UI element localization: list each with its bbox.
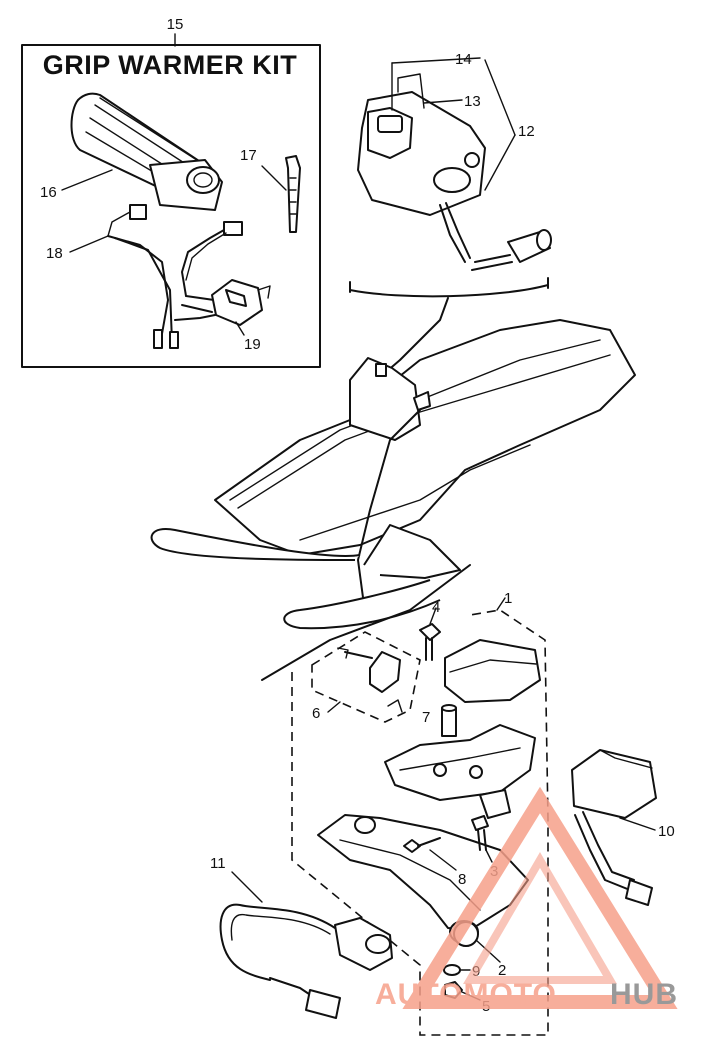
collar-7 xyxy=(441,704,457,737)
grip-heater xyxy=(70,92,223,211)
switch-block xyxy=(369,651,401,693)
callout-8: 8 xyxy=(458,871,466,888)
leader-4 xyxy=(429,607,437,625)
callout-19: 19 xyxy=(244,336,261,353)
watermark-text-b: HUB xyxy=(610,978,678,1011)
callout-13: 13 xyxy=(464,93,481,110)
screw-3 xyxy=(471,815,489,851)
callout-2: 2 xyxy=(498,962,506,979)
kit-frame xyxy=(21,44,321,368)
assembly-6-boundary xyxy=(311,631,421,723)
leader-19 xyxy=(235,321,245,336)
leader-3 xyxy=(485,849,493,863)
ground-line xyxy=(261,564,471,681)
warmer-switch xyxy=(211,279,271,326)
callout-1: 1 xyxy=(504,590,512,607)
leader-16 xyxy=(61,169,113,191)
grip-warmer-kit-box: 15 GRIP WARMER KIT 16 17 xyxy=(21,16,321,368)
wire-harness xyxy=(107,204,243,349)
throttle-housing-assembly: 14 13 12 xyxy=(349,51,552,373)
snowmobile xyxy=(150,319,636,681)
callout-12: 12 xyxy=(518,123,535,140)
washer-9 xyxy=(443,964,461,976)
lever-cover xyxy=(444,639,541,703)
callout-10: 10 xyxy=(658,823,675,840)
cable-band xyxy=(285,155,301,233)
watermark: AUTOMOTO HUB xyxy=(375,786,678,1011)
leader-8 xyxy=(429,849,457,871)
warmer-control-unit xyxy=(571,749,657,906)
housing-lead-line xyxy=(385,297,449,373)
housing-bracket-line xyxy=(349,284,549,298)
callout-4: 4 xyxy=(432,599,440,616)
nut-5 xyxy=(444,981,463,999)
throttle-cable xyxy=(439,204,466,263)
leader-1 xyxy=(496,597,506,611)
leader-10 xyxy=(619,817,656,831)
snowmobile-body xyxy=(214,319,636,556)
leader-14 xyxy=(391,57,481,64)
leader-18 xyxy=(69,235,109,253)
stop-switch xyxy=(219,903,393,1019)
callout-7: 7 xyxy=(422,709,430,726)
leader-6 xyxy=(327,701,341,713)
switch-wire xyxy=(397,73,425,109)
callout-15: 15 xyxy=(167,16,184,33)
callout-17: 17 xyxy=(240,147,257,164)
leader-12 xyxy=(484,59,516,136)
watermark-text-a: AUTOMOTO xyxy=(375,978,557,1011)
leader-17 xyxy=(261,165,287,191)
kit-title: GRIP WARMER KIT xyxy=(43,50,298,80)
callout-11: 11 xyxy=(210,855,226,872)
screw-4 xyxy=(419,623,441,661)
assembly-1-boundary xyxy=(291,609,549,1036)
warning-triangle-icon xyxy=(402,786,678,1009)
screw-8 xyxy=(403,837,441,853)
leader-13 xyxy=(423,99,463,104)
leader-11 xyxy=(231,871,263,903)
left-ski xyxy=(150,528,361,561)
callout-6: 6 xyxy=(312,705,320,722)
lever-bracket xyxy=(384,724,536,801)
callout-16: 16 xyxy=(40,184,57,201)
callout-14: 14 xyxy=(455,51,472,68)
callout-18: 18 xyxy=(46,245,63,262)
snowmobile-lead-line xyxy=(357,409,421,621)
snowmobile-lower-body xyxy=(363,524,461,579)
